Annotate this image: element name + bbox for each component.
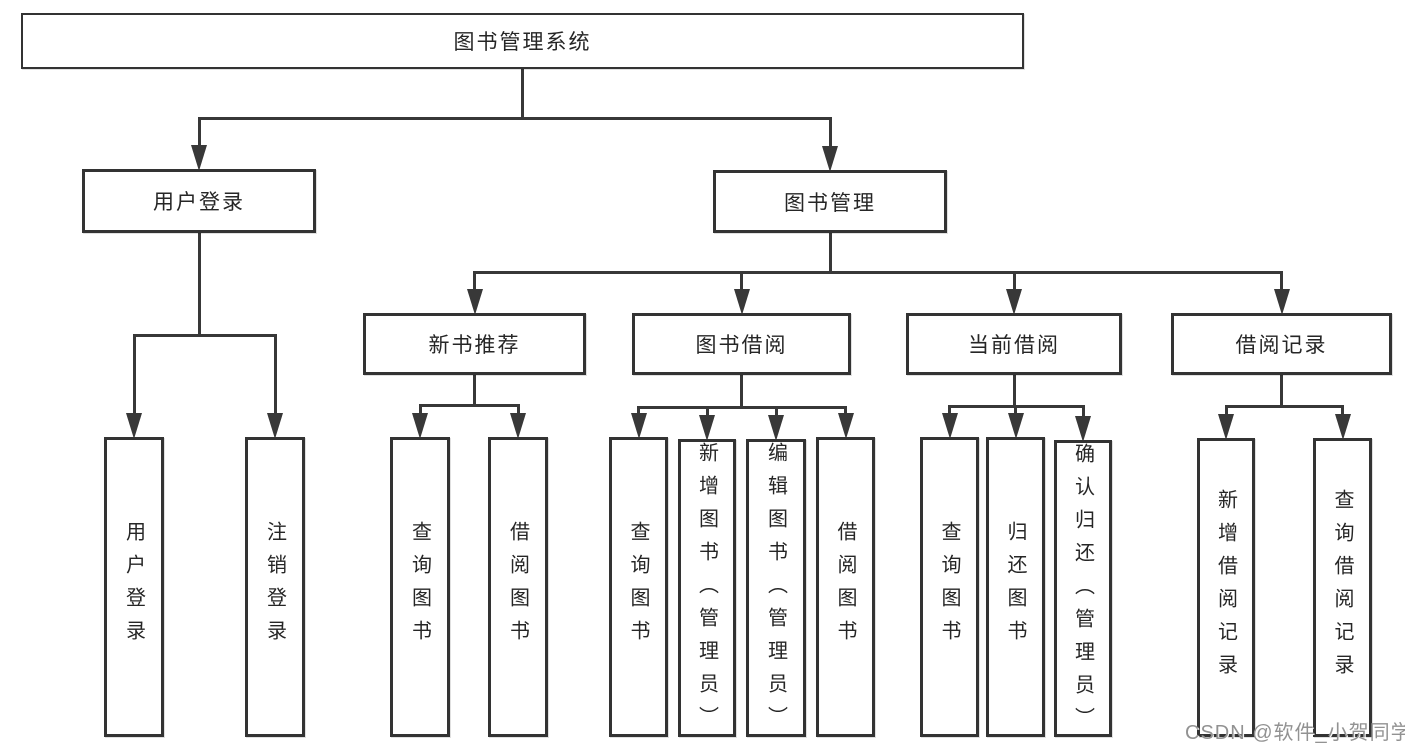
connector-new-book-rec-bar bbox=[418, 403, 520, 407]
node-book-borrow-label: 图书借阅 bbox=[695, 334, 788, 357]
connector-new-book-rec-drop-leaf-borrow-new bbox=[516, 405, 520, 419]
node-user-login: 用户登录 bbox=[82, 169, 316, 233]
node-leaf-query-new: 查询图书 bbox=[390, 437, 450, 737]
arrow-down-icon bbox=[699, 415, 715, 441]
node-leaf-logout: 注销登录 bbox=[245, 437, 305, 737]
connector-borrow-record-bar bbox=[1224, 404, 1344, 408]
arrow-down-icon bbox=[733, 289, 750, 315]
node-borrow-record: 借阅记录 bbox=[1171, 313, 1392, 375]
arrow-down-icon bbox=[510, 413, 526, 439]
node-leaf-logout-label: 注销登录 bbox=[263, 521, 286, 653]
node-leaf-user-login: 用户登录 bbox=[104, 437, 164, 737]
node-leaf-edit-book-label: 编辑图书（管理员） bbox=[764, 442, 787, 739]
connector-book-mgmt-drop-new-book-rec bbox=[473, 272, 476, 295]
arrow-down-icon bbox=[1006, 289, 1022, 315]
node-leaf-add-book: 新增图书（管理员） bbox=[678, 439, 736, 739]
connector-user-login-drop-leaf-logout bbox=[273, 335, 277, 419]
node-leaf-borrow-book-label: 借阅图书 bbox=[834, 521, 856, 653]
node-leaf-borrow-new: 借阅图书 bbox=[488, 437, 548, 737]
node-leaf-return-book: 归还图书 bbox=[986, 437, 1045, 737]
connector-current-borrow-drop-leaf-confirm-return bbox=[1081, 406, 1085, 422]
node-leaf-user-login-label: 用户登录 bbox=[122, 521, 145, 653]
node-leaf-query-cb: 查询图书 bbox=[920, 437, 979, 737]
connector-book-borrow-stub bbox=[740, 375, 743, 409]
connector-user-login-bar bbox=[132, 333, 277, 337]
connector-book-mgmt-drop-current-borrow bbox=[1012, 272, 1016, 295]
node-borrow-record-label: 借阅记录 bbox=[1235, 334, 1328, 357]
arrow-down-icon bbox=[1075, 416, 1091, 442]
connector-borrow-record-drop-leaf-query-record bbox=[1341, 406, 1344, 420]
arrow-down-icon bbox=[822, 146, 838, 172]
arrow-down-icon bbox=[941, 413, 958, 439]
arrow-down-icon bbox=[191, 145, 207, 171]
arrow-down-icon bbox=[267, 413, 283, 439]
connector-root-bar bbox=[197, 116, 832, 120]
connector-user-login-drop-leaf-user-login bbox=[132, 335, 136, 419]
arrow-down-icon bbox=[1273, 289, 1290, 315]
node-current-borrow-label: 当前借阅 bbox=[968, 334, 1060, 357]
connector-book-borrow-bar bbox=[637, 405, 847, 409]
arrow-down-icon bbox=[412, 413, 428, 439]
node-leaf-return-book-label: 归还图书 bbox=[1004, 521, 1026, 653]
node-leaf-query-bb: 查询图书 bbox=[609, 437, 668, 737]
connector-book-borrow-drop-leaf-edit-book bbox=[774, 407, 778, 421]
node-leaf-borrow-book: 借阅图书 bbox=[816, 437, 875, 737]
arrow-down-icon bbox=[768, 415, 784, 441]
connector-user-login-stub bbox=[197, 233, 201, 337]
node-leaf-confirm-return: 确认归还（管理员） bbox=[1054, 440, 1112, 740]
arrow-down-icon bbox=[1218, 414, 1234, 440]
node-leaf-edit-book: 编辑图书（管理员） bbox=[746, 439, 806, 739]
connector-book-borrow-drop-leaf-add-book bbox=[705, 407, 709, 421]
connector-book-mgmt-drop-borrow-record bbox=[1280, 272, 1283, 295]
node-leaf-query-record-label: 查询借阅记录 bbox=[1331, 488, 1353, 687]
node-leaf-confirm-return-label: 确认归还（管理员） bbox=[1071, 443, 1094, 740]
arrow-down-icon bbox=[1007, 413, 1024, 439]
connector-book-mgmt-stub bbox=[828, 233, 832, 274]
connector-book-mgmt-bar bbox=[473, 270, 1283, 274]
watermark: CSDN @软件_小贺同学 bbox=[1185, 722, 1405, 744]
node-new-book-rec: 新书推荐 bbox=[363, 313, 586, 375]
node-new-book-rec-label: 新书推荐 bbox=[428, 334, 521, 357]
connector-root-drop-user-login bbox=[197, 118, 201, 151]
connector-current-borrow-drop-leaf-return-book bbox=[1014, 406, 1017, 419]
connector-new-book-rec-drop-leaf-query-new bbox=[418, 405, 422, 419]
connector-borrow-record-stub bbox=[1280, 375, 1283, 408]
arrow-down-icon bbox=[837, 413, 854, 439]
node-user-login-label: 用户登录 bbox=[153, 191, 245, 214]
node-root-label: 图书管理系统 bbox=[453, 31, 592, 54]
connector-borrow-record-drop-leaf-add-record bbox=[1224, 406, 1228, 420]
node-leaf-query-cb-label: 查询图书 bbox=[938, 521, 960, 653]
node-leaf-query-bb-label: 查询图书 bbox=[627, 521, 649, 653]
connector-current-borrow-stub bbox=[1012, 375, 1016, 408]
node-current-borrow: 当前借阅 bbox=[906, 313, 1122, 375]
node-root: 图书管理系统 bbox=[21, 13, 1024, 69]
arrow-down-icon bbox=[126, 413, 142, 439]
node-book-mgmt-label: 图书管理 bbox=[784, 191, 876, 215]
node-leaf-add-book-label: 新增图书（管理员） bbox=[695, 442, 718, 739]
arrow-down-icon bbox=[466, 289, 483, 315]
arrow-down-icon bbox=[630, 413, 647, 439]
node-leaf-borrow-new-label: 借阅图书 bbox=[506, 521, 529, 653]
connector-current-borrow-drop-leaf-query-cb bbox=[948, 406, 951, 419]
node-leaf-add-record-label: 新增借阅记录 bbox=[1214, 488, 1237, 687]
arrow-down-icon bbox=[1334, 414, 1351, 440]
node-leaf-add-record: 新增借阅记录 bbox=[1197, 438, 1255, 737]
connector-root-stub bbox=[521, 69, 524, 120]
node-leaf-query-new-label: 查询图书 bbox=[408, 521, 431, 653]
node-book-borrow: 图书借阅 bbox=[632, 313, 851, 375]
node-leaf-query-record: 查询借阅记录 bbox=[1313, 438, 1372, 737]
connector-root-drop-book-mgmt bbox=[828, 118, 832, 152]
connector-new-book-rec-stub bbox=[473, 375, 476, 407]
node-book-mgmt: 图书管理 bbox=[713, 170, 947, 233]
connector-book-mgmt-drop-book-borrow bbox=[740, 272, 743, 295]
